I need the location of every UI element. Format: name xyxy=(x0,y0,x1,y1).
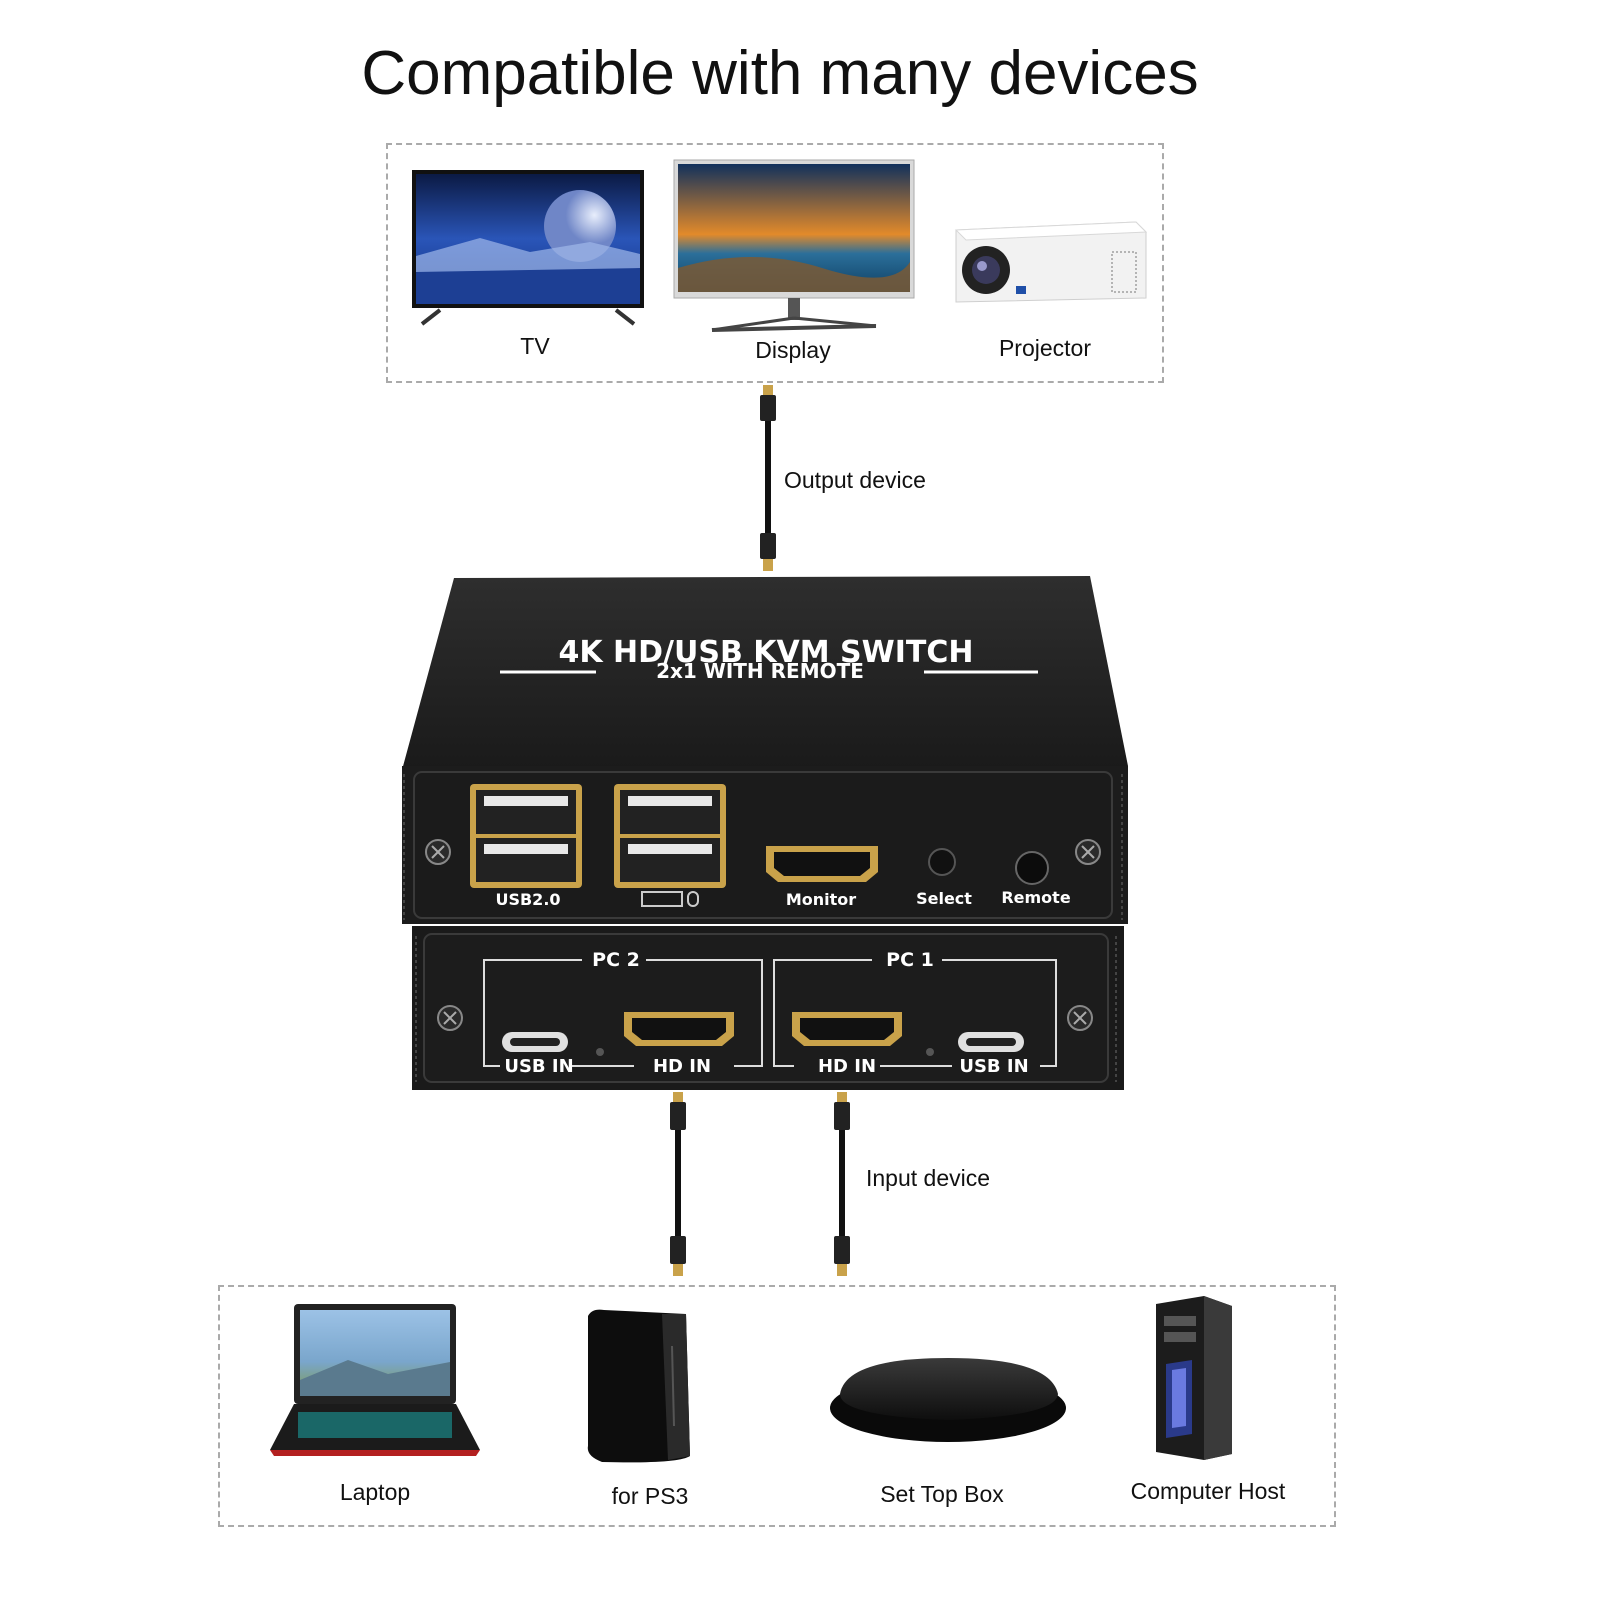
pc1-usb-in-label: USB IN xyxy=(959,1056,1028,1077)
usb-port-label: USB2.0 xyxy=(495,890,560,909)
laptop-icon xyxy=(270,1304,480,1456)
output-hdmi-cable xyxy=(760,385,776,571)
input-device-label-computer-host: Computer Host xyxy=(1130,1478,1286,1504)
select-label: Select xyxy=(916,889,972,908)
pc2-hdmi-port[interactable] xyxy=(624,1012,734,1046)
pc2-usb-in-label: USB IN xyxy=(504,1056,573,1077)
projector-icon xyxy=(954,221,1148,303)
pc1-label: PC 1 xyxy=(886,949,934,971)
monitor-icon xyxy=(673,159,915,332)
switch-title-line1: 4K HD/USB KVM SWITCH xyxy=(558,635,973,670)
tv-icon xyxy=(412,170,644,326)
output-devices-frame xyxy=(386,143,1164,383)
output-cable-label: Output device xyxy=(784,467,926,493)
output-device-label-projector: Projector xyxy=(998,335,1092,361)
switch-title-line2: 2x1 WITH REMOTE xyxy=(656,659,864,683)
computer-tower-icon xyxy=(1156,1296,1232,1460)
input-device-label-laptop: Laptop xyxy=(339,1479,411,1505)
remote-label: Remote xyxy=(1001,888,1070,907)
pc2-label: PC 2 xyxy=(592,949,640,971)
remote-port[interactable] xyxy=(1015,851,1049,885)
monitor-port-label: Monitor xyxy=(786,890,856,909)
input-hdmi-cable-2 xyxy=(834,1092,850,1276)
select-button[interactable] xyxy=(928,848,956,876)
input-device-label-ps3: for PS3 xyxy=(611,1483,689,1509)
set-top-box-icon xyxy=(830,1358,1066,1442)
page-title: Compatible with many devices xyxy=(361,39,1199,108)
pc1-hd-in-label: HD IN xyxy=(818,1056,876,1077)
input-device-label-set-top-box: Set Top Box xyxy=(880,1481,1004,1507)
input-hdmi-cable-1 xyxy=(670,1092,686,1276)
usb-port-stack-1[interactable] xyxy=(470,784,582,888)
kvm-switch: 4K HD/USB KVM SWITCH 2x1 WITH REMOTE USB… xyxy=(402,576,1128,1090)
input-devices-frame xyxy=(218,1285,1336,1527)
keyboard-mouse-icon xyxy=(641,891,699,907)
output-device-label-tv: TV xyxy=(520,333,550,359)
input-cable-label: Input device xyxy=(866,1165,991,1191)
pc2-hd-in-label: HD IN xyxy=(653,1056,711,1077)
output-device-label-display: Display xyxy=(755,337,831,363)
pc1-hdmi-port[interactable] xyxy=(792,1012,902,1046)
monitor-hdmi-port[interactable] xyxy=(766,846,878,882)
console-icon xyxy=(587,1309,690,1463)
usb-port-stack-2[interactable] xyxy=(614,784,726,888)
